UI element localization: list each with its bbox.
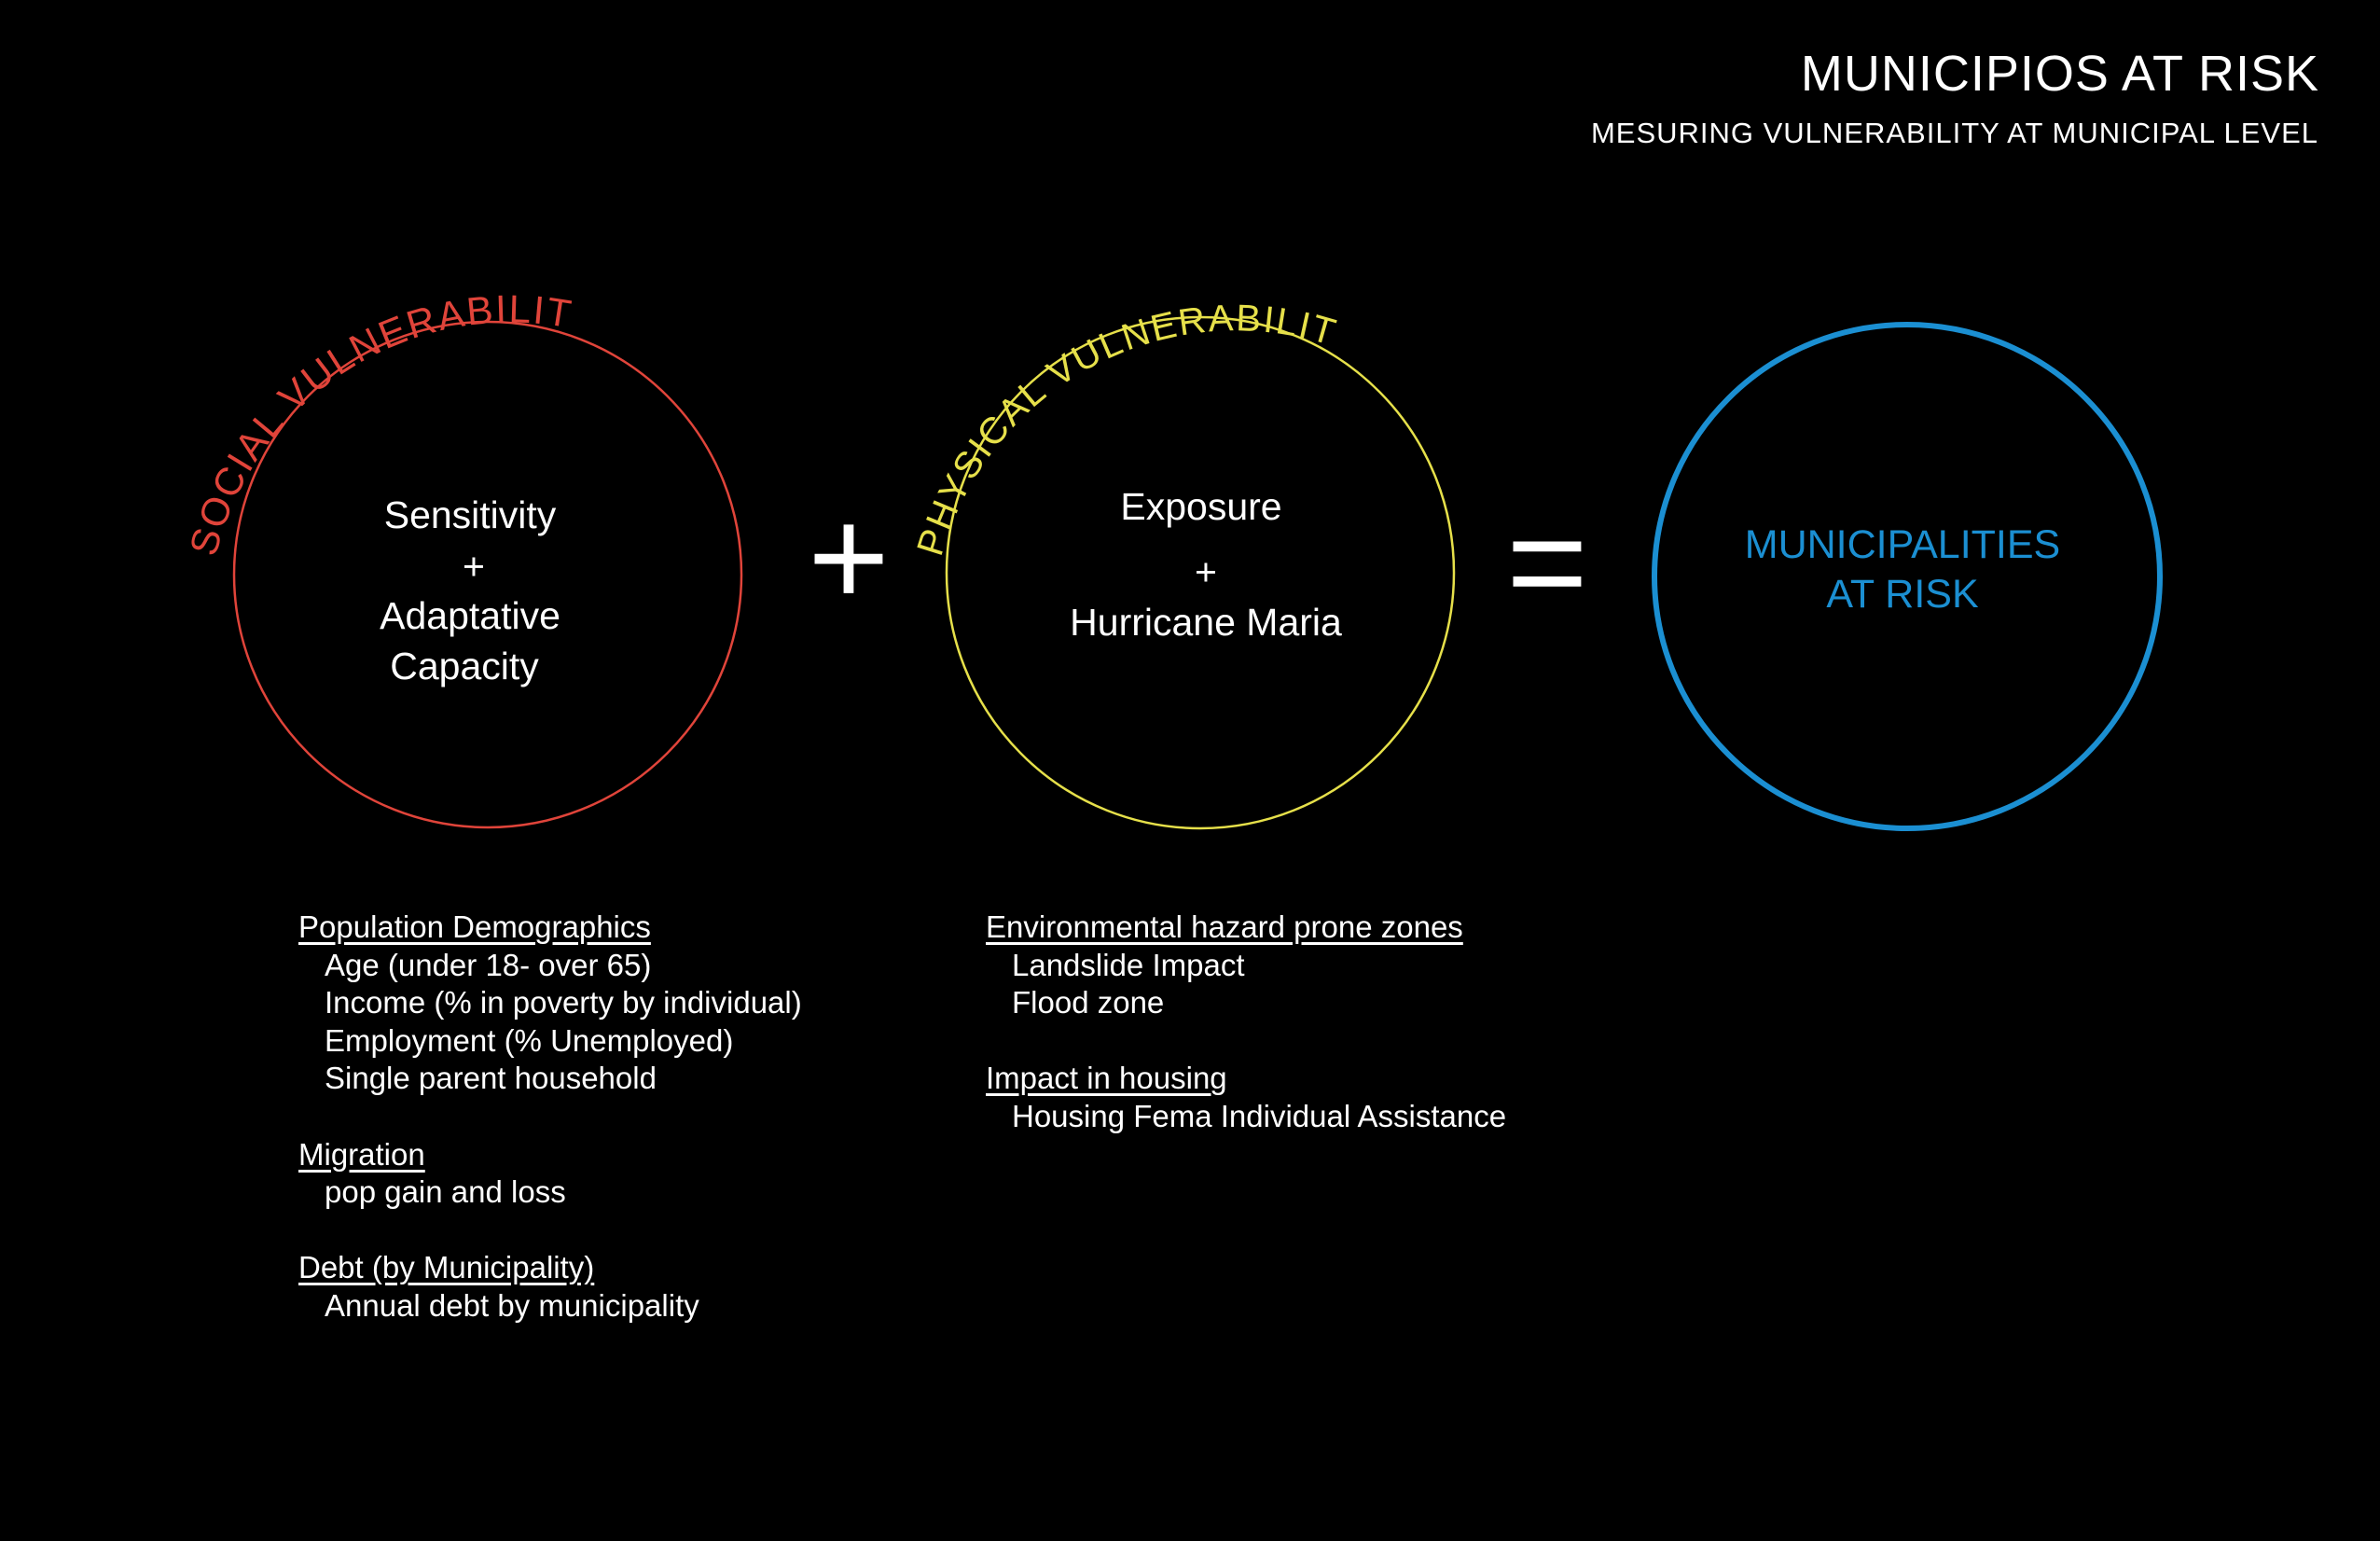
list-spacer	[986, 1022, 1506, 1061]
physical-line-plus: +	[1195, 550, 1217, 593]
physical-factor-item-flood: Flood zone	[1012, 985, 1165, 1020]
physical-circle-content: Exposure + Hurricane Maria	[1070, 485, 1342, 644]
physical-vulnerability-circle	[945, 315, 1456, 830]
physical-factor-heading-environmental: Environmental hazard prone zones	[986, 909, 1463, 944]
list-spacer	[298, 1098, 802, 1136]
social-factor-item-single-parent: Single parent household	[325, 1061, 657, 1096]
physical-line-exposure: Exposure	[1120, 485, 1281, 528]
social-line-sensitivity: Sensitivity	[384, 493, 557, 536]
social-factor-heading-migration: Migration	[298, 1136, 425, 1172]
social-factor-heading-population: Population Demographics	[298, 909, 651, 944]
physical-factor-heading-housing: Impact in housing	[986, 1061, 1227, 1096]
physical-factor-item-landslide: Landslide Impact	[1012, 947, 1245, 982]
social-factor-item-pop-gain: pop gain and loss	[325, 1174, 566, 1210]
physical-vulnerability-arc-label: PHYSICAL VULNERABILITY	[0, 0, 1342, 561]
social-factor-item-employment: Employment (% Unemployed)	[325, 1022, 734, 1058]
social-arc-text: SOCIAL VULNERABILITY	[0, 0, 574, 560]
social-factor-item-annual-debt: Annual debt by municipality	[325, 1287, 699, 1323]
social-vulnerability-arc-label: SOCIAL VULNERABILITY	[0, 0, 575, 560]
physical-factors-list: Environmental hazard prone zones Landsli…	[986, 909, 1506, 1136]
social-line-capacity: Capacity	[390, 645, 539, 687]
physical-line-hurricane: Hurricane Maria	[1070, 601, 1342, 644]
page-subtitle: MESURING VULNERABILITY AT MUNICIPAL LEVE…	[1590, 117, 2318, 149]
result-circle-content: MUNICIPALITIES AT RISK	[1745, 522, 2060, 617]
social-factor-item-age: Age (under 18- over 65)	[325, 947, 652, 982]
social-factors-list: Population Demographics Age (under 18- o…	[298, 909, 802, 1326]
social-circle-content: Sensitivity + Adaptative Capacity	[380, 493, 560, 687]
plus-operator: +	[808, 479, 890, 635]
social-line-plus: +	[463, 545, 485, 588]
social-line-adaptative: Adaptative	[380, 594, 560, 637]
social-factor-heading-debt: Debt (by Municipality)	[298, 1250, 595, 1285]
result-line-municipalities: MUNICIPALITIES	[1745, 522, 2060, 567]
list-spacer	[298, 1212, 802, 1250]
physical-arc-text: PHYSICAL VULNERABILITY	[0, 0, 1340, 561]
social-vulnerability-circle	[232, 320, 743, 829]
municipalities-at-risk-circle	[1652, 322, 2163, 831]
equals-operator: =	[1506, 483, 1588, 640]
page-title: MUNICIPIOS AT RISK	[1800, 46, 2319, 102]
social-factor-item-income: Income (% in poverty by individual)	[325, 985, 802, 1020]
physical-factor-item-fema: Housing Fema Individual Assistance	[1012, 1098, 1507, 1133]
result-line-at-risk: AT RISK	[1826, 572, 1979, 617]
